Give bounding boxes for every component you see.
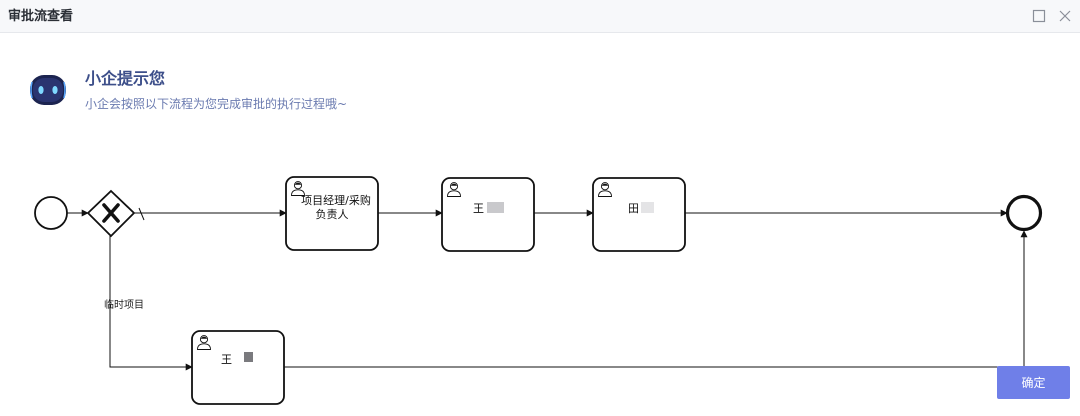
maximize-icon[interactable]: [1031, 8, 1047, 24]
task-temp-project-wang[interactable]: 王: [191, 330, 285, 405]
task-label: 负责人: [316, 207, 349, 221]
robot-icon: [28, 72, 68, 108]
default-flow-marker: [138, 207, 145, 221]
start-event[interactable]: [34, 196, 68, 230]
flow-edge-branch: [109, 236, 193, 371]
task-label: 王: [473, 202, 484, 215]
redacted-name: [487, 202, 504, 213]
exclusive-gateway[interactable]: [86, 189, 136, 238]
dialog-titlebar: 审批流查看: [0, 0, 1080, 33]
branch-label: 临时项目: [104, 298, 144, 311]
task-label: 田: [628, 202, 639, 215]
redacted-name: [641, 202, 654, 213]
confirm-button[interactable]: 确定: [997, 366, 1070, 399]
task-label: 王: [221, 353, 232, 366]
task-label: 项目经理/采购: [301, 193, 371, 207]
hint-title: 小企提示您: [85, 69, 166, 88]
end-event[interactable]: [1005, 194, 1043, 232]
task-approver-tian[interactable]: 田: [592, 177, 686, 252]
hint-subtitle: 小企会按照以下流程为您完成审批的执行过程哦~: [85, 97, 348, 111]
task-approver-wang[interactable]: 王: [441, 177, 535, 252]
redacted-name: [244, 352, 253, 362]
dialog-title: 审批流查看: [8, 9, 74, 24]
task-project-manager[interactable]: 项目经理/采购 负责人: [285, 176, 379, 251]
close-icon[interactable]: [1057, 8, 1073, 24]
